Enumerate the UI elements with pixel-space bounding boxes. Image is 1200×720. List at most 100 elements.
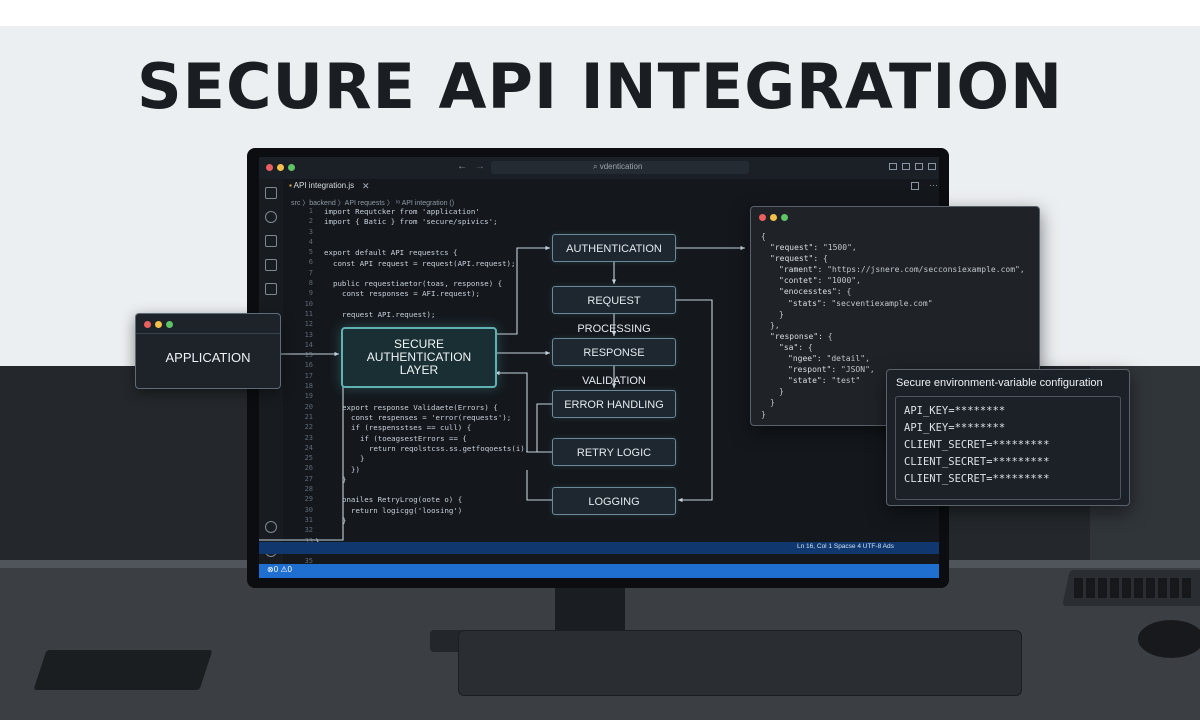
- json-value: {: [761, 232, 766, 241]
- keyboard: [458, 630, 1022, 696]
- status-bar-info[interactable]: Ln 16, Col 1 Spacse 4 UTF-8 Ads: [797, 543, 894, 550]
- tab-api-integration[interactable]: ▪ API integration.js: [289, 181, 375, 197]
- run-debug-icon[interactable]: [265, 259, 277, 271]
- step-response-validation: RESPONSE VALIDATION: [552, 338, 676, 387]
- code-line: return reqolstcss.ss.getfoqoests(i);: [369, 443, 530, 453]
- line-number: 20: [304, 402, 313, 411]
- tab-close-icon[interactable]: ✕: [362, 181, 370, 191]
- connector-processing-to-validation-arrowhead: [611, 331, 617, 336]
- toggle-sidebar-icon[interactable]: [889, 163, 897, 170]
- line-number: 17: [304, 371, 313, 380]
- line-number: 9: [308, 289, 313, 298]
- json-minimize-dot-icon[interactable]: [770, 214, 777, 221]
- line-number: 7: [308, 268, 313, 277]
- line-number: 4: [308, 237, 313, 246]
- code-line: }: [360, 454, 365, 464]
- line-number: 5: [308, 248, 313, 257]
- forward-arrow-icon[interactable]: →: [475, 161, 485, 172]
- extensions-icon[interactable]: [265, 283, 277, 295]
- json-maximize-dot-icon[interactable]: [781, 214, 788, 221]
- line-number: 35: [304, 557, 313, 566]
- line-number: 11: [304, 309, 313, 318]
- explorer-icon[interactable]: [265, 187, 277, 199]
- line-number: 1: [308, 207, 313, 215]
- more-actions-icon[interactable]: ⋯: [929, 180, 938, 190]
- line-number: 6: [308, 258, 313, 267]
- line-number: 21: [304, 412, 313, 421]
- line-number: 16: [304, 361, 313, 370]
- connector-app-to-layer-arrowhead: [334, 351, 339, 357]
- layout-icon[interactable]: [928, 163, 936, 170]
- line-number: 24: [304, 443, 313, 452]
- json-close-dot-icon[interactable]: [759, 214, 766, 221]
- monitor-stand-neck: [555, 588, 625, 634]
- app-maximize-dot-icon[interactable]: [166, 321, 173, 328]
- connector-logging-branch: [526, 470, 552, 501]
- command-center-search[interactable]: ⌕ vdentication: [491, 161, 749, 174]
- json-line: "request": "1500",: [761, 243, 1025, 254]
- code-line: }): [351, 464, 360, 474]
- application-label: APPLICATION: [165, 350, 251, 365]
- line-number: 30: [304, 505, 313, 514]
- json-value: "JSON",: [840, 365, 875, 375]
- maximize-dot-icon[interactable]: [288, 164, 295, 171]
- app-divider: [136, 333, 280, 334]
- secure-layer-line-3: LAYER: [399, 363, 439, 377]
- connector-error-to-retry: [536, 403, 552, 452]
- search-icon[interactable]: [265, 211, 277, 223]
- page-title: SECURE API INTEGRATION: [137, 50, 1063, 123]
- connector-layer-to-validation-arrowhead: [545, 350, 550, 356]
- json-line: "ngee": "detail",: [761, 354, 1025, 365]
- env-line: CLIENT_SECRET=*********: [904, 439, 1050, 451]
- json-content[interactable]: {"request": "1500","request": {"rament":…: [761, 232, 1025, 421]
- source-control-icon[interactable]: [265, 235, 277, 247]
- json-value: "https://jsnere.com/secconsiexample.com"…: [827, 265, 1025, 275]
- app-close-dot-icon[interactable]: [144, 321, 151, 328]
- notebook: [33, 650, 213, 690]
- app-minimize-dot-icon[interactable]: [155, 321, 162, 328]
- close-dot-icon[interactable]: [266, 164, 273, 171]
- line-number: 18: [304, 382, 313, 391]
- json-key: "request":: [770, 254, 823, 264]
- line-number: 2: [308, 217, 313, 226]
- json-line: "response": {: [761, 332, 1025, 343]
- connector-retry-to-layer-arrowhead: [495, 370, 500, 376]
- json-line: }: [761, 310, 1025, 321]
- step-error-handling: ERROR HANDLING: [552, 390, 676, 418]
- connector-auth-to-json-arrowhead: [740, 245, 745, 251]
- line-number: 22: [304, 423, 313, 432]
- json-line: "request": {: [761, 254, 1025, 265]
- env-config-box[interactable]: API_KEY=******** API_KEY=******** CLIENT…: [895, 396, 1121, 500]
- connector-retry-to-layer: [495, 372, 552, 453]
- env-line: API_KEY=********: [904, 422, 1006, 434]
- account-icon[interactable]: [265, 521, 277, 533]
- line-number: 8: [308, 279, 313, 288]
- toggle-panel-icon[interactable]: [902, 163, 910, 170]
- code-line: const API request = request(API.request)…: [333, 258, 516, 268]
- json-key: "stats":: [788, 298, 832, 308]
- problems-indicator[interactable]: ⊗0 ⚠0: [267, 565, 292, 574]
- split-editor-icon[interactable]: [911, 182, 919, 190]
- toggle-secondary-sidebar-icon[interactable]: [915, 163, 923, 170]
- json-value: "test": [831, 376, 861, 386]
- line-number: 10: [304, 299, 313, 308]
- line-number: 32: [304, 526, 313, 535]
- json-line: }: [761, 410, 1025, 421]
- json-key: "request":: [770, 243, 823, 253]
- json-line: }: [761, 387, 1025, 398]
- command-center-text: ⌕ vdentication: [593, 162, 643, 171]
- breadcrumb[interactable]: src 〉backend 〉API requests 〉 ⁽ᵒ API inte…: [291, 200, 455, 207]
- step-logging: LOGGING: [552, 487, 676, 515]
- status-bar: Ln 16, Col 1 Spacse 4 UTF-8 Ads: [259, 542, 939, 554]
- connector-code-bracket: [259, 372, 495, 541]
- line-number: 31: [304, 515, 313, 524]
- env-config-title: Secure environment-variable configuratio…: [896, 377, 1103, 389]
- step-request-processing: REQUEST PROCESSING: [552, 286, 676, 335]
- line-number: 29: [304, 495, 313, 504]
- line-number: 12: [304, 320, 313, 329]
- back-arrow-icon[interactable]: ←: [457, 161, 467, 172]
- line-number: 3: [308, 227, 313, 236]
- minimize-dot-icon[interactable]: [277, 164, 284, 171]
- code-line: if (respensstses == cull) {: [351, 423, 472, 433]
